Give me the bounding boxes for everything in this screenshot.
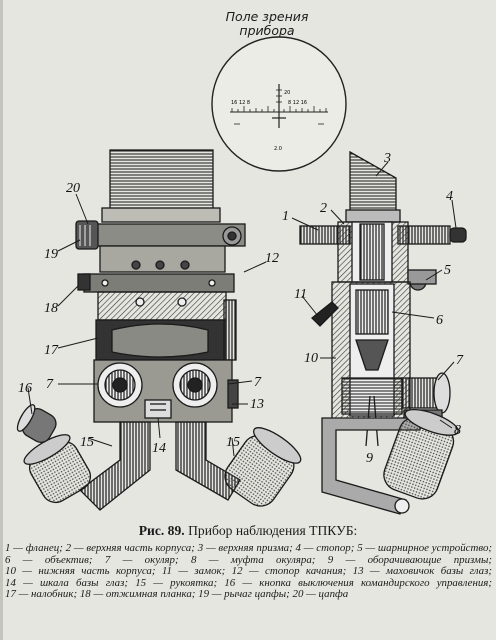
legend-item: 8 — муфта окуляра; bbox=[190, 553, 316, 566]
figure-caption: Рис. 89. Прибор наблюдения ТПКУБ: bbox=[0, 523, 496, 539]
callout-15-right: 15 bbox=[226, 435, 240, 450]
callout-numbers: 20 19 18 17 7 7 13 14 15 15 16 12 1 2 3 … bbox=[18, 151, 464, 466]
legend-item: 20 — цапфа bbox=[292, 588, 349, 601]
legend-item: 12 — стопор качания; bbox=[231, 565, 347, 578]
fov-scale-top: 20 bbox=[284, 90, 290, 96]
legend-item: 3 — верхняя призма; bbox=[197, 542, 293, 554]
legend-item: 16 — кнопка выключения командирского упр… bbox=[224, 576, 492, 589]
callout-5: 5 bbox=[444, 263, 451, 278]
callout-10: 10 bbox=[304, 351, 318, 366]
field-of-view: 20 16 12 8 8 12 16 2.0 bbox=[211, 36, 347, 172]
fov-scale-ticks bbox=[231, 106, 327, 112]
callout-12: 12 bbox=[265, 251, 279, 266]
legend-item: 14 — шкала базы глаз; bbox=[5, 576, 129, 589]
stopper bbox=[449, 227, 467, 243]
page-edge bbox=[0, 0, 3, 640]
callout-13: 13 bbox=[250, 397, 264, 412]
callout-7-left: 7 bbox=[46, 377, 54, 392]
upper-prism-head bbox=[109, 149, 214, 211]
legend-item: 15 — рукоятка; bbox=[135, 576, 218, 589]
trunnion bbox=[75, 220, 99, 250]
eye-base-scale bbox=[144, 399, 172, 419]
figure-legend: 1 — фланец; 2 — верхняя часть корпуса; 3… bbox=[5, 542, 493, 601]
leader-lines bbox=[27, 161, 457, 457]
device-section-view bbox=[299, 150, 467, 515]
reversing-prisms bbox=[341, 377, 403, 415]
callout-15-left: 15 bbox=[80, 435, 94, 450]
callout-1: 1 bbox=[282, 209, 289, 224]
callout-7-mid: 7 bbox=[254, 375, 262, 390]
fov-caption-line2: прибора bbox=[239, 23, 295, 38]
device-illustration: 20 16 12 8 8 12 16 2.0 bbox=[16, 36, 467, 515]
trunnion-bar bbox=[79, 223, 246, 247]
legend-item: 17 — налобник; bbox=[5, 588, 78, 601]
callout-20: 20 bbox=[66, 181, 80, 196]
callout-7-right: 7 bbox=[456, 353, 464, 368]
side-grip bbox=[383, 408, 459, 500]
callout-19: 19 bbox=[44, 247, 58, 262]
legend-item: 11 — замок; bbox=[161, 565, 226, 578]
legend-item: 5 — шарнирное устройство; bbox=[357, 542, 493, 554]
fov-caption-line1: Поле зрения bbox=[225, 9, 309, 24]
callout-9: 9 bbox=[366, 451, 373, 466]
legend-item: 1 — фланец; bbox=[5, 542, 63, 554]
right-grip bbox=[224, 427, 302, 507]
figure-label: Рис. 89. bbox=[138, 523, 185, 538]
callout-11: 11 bbox=[294, 287, 307, 302]
callout-3: 3 bbox=[383, 151, 391, 166]
legend-item: 6 — объектив; bbox=[5, 553, 93, 566]
legend-item: 10 — нижняя часть корпуса; bbox=[5, 565, 156, 578]
latch bbox=[311, 301, 339, 327]
fov-scale-left: 16 12 8 bbox=[231, 100, 250, 106]
legend-item: 4 — стопор; bbox=[295, 542, 355, 554]
fov-scale-right: 8 12 16 bbox=[288, 100, 307, 106]
legend-item: 7 — окуляр; bbox=[104, 553, 179, 566]
callout-17: 17 bbox=[44, 343, 59, 358]
callout-18: 18 bbox=[44, 301, 58, 316]
callout-6: 6 bbox=[436, 313, 443, 328]
figure-title: Прибор наблюдения ТПКУБ: bbox=[188, 523, 358, 538]
callout-16: 16 bbox=[18, 381, 32, 396]
legend-item: 13 — маховичок базы глаз; bbox=[352, 565, 492, 578]
callout-14: 14 bbox=[152, 441, 166, 456]
field-of-view-caption: Поле зрения прибора bbox=[212, 10, 322, 38]
left-handle bbox=[79, 421, 151, 511]
legend-item: 19 — рычаг цапфы; bbox=[198, 588, 290, 601]
device-front-view bbox=[16, 149, 302, 511]
callout-8: 8 bbox=[454, 423, 461, 438]
legend-item: 9 — оборачивающие призмы; bbox=[327, 553, 492, 566]
disable-button bbox=[16, 404, 57, 443]
objective bbox=[355, 289, 389, 335]
callout-2: 2 bbox=[320, 201, 327, 216]
legend-item: 18 — отжимная планка; bbox=[79, 588, 196, 601]
callout-4: 4 bbox=[446, 189, 453, 204]
fov-scale-bottom: 2.0 bbox=[274, 146, 282, 152]
legend-item: 2 — верхняя часть корпуса; bbox=[65, 542, 195, 554]
